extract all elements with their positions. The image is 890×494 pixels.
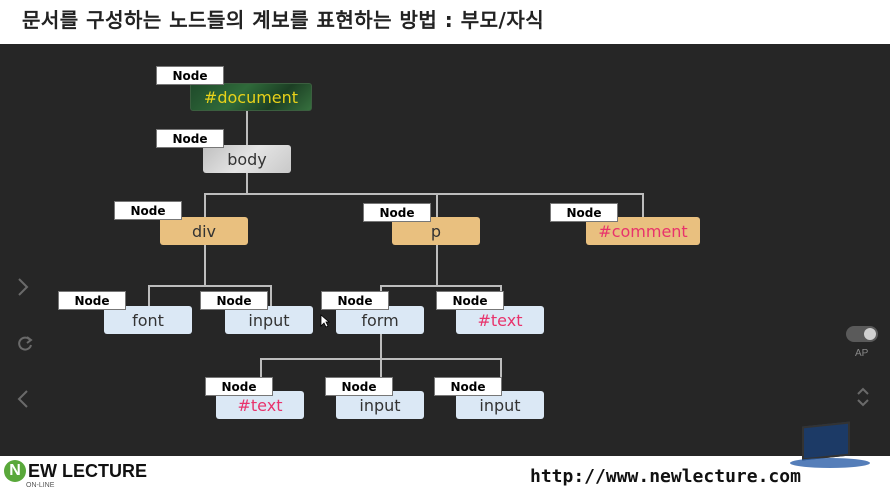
node-document: #document bbox=[190, 83, 312, 111]
autoplay-label: AP bbox=[855, 348, 869, 359]
site-url: http://www.newlecture.com bbox=[530, 466, 801, 487]
tree-connector bbox=[436, 193, 438, 217]
tree-connector bbox=[380, 358, 382, 392]
node-badge: Node bbox=[114, 201, 182, 220]
tree-connector bbox=[380, 285, 502, 287]
node-badge: Node bbox=[434, 377, 502, 396]
tree-connector bbox=[500, 358, 502, 392]
tree-connector bbox=[148, 285, 272, 287]
page-title: 문서를 구성하는 노드들의 계보를 표현하는 방법 : 부모/자식 bbox=[22, 8, 545, 32]
node-body: body bbox=[203, 145, 291, 173]
tree-connector bbox=[246, 110, 248, 146]
tree-connector bbox=[204, 193, 644, 195]
node-badge: Node bbox=[321, 291, 389, 310]
node-badge: Node bbox=[550, 203, 618, 222]
chevron-left-icon[interactable] bbox=[16, 388, 30, 415]
node-font: font bbox=[104, 306, 192, 334]
logo-text: EW LECTURE bbox=[28, 460, 147, 481]
node-form: form bbox=[336, 306, 424, 334]
node-input: input bbox=[225, 306, 313, 334]
node-badge: Node bbox=[58, 291, 126, 310]
refresh-icon[interactable] bbox=[16, 334, 34, 358]
tree-connector bbox=[204, 245, 206, 285]
node-badge: Node bbox=[205, 377, 273, 396]
tree-connector bbox=[436, 245, 438, 285]
autoplay-toggle[interactable] bbox=[846, 326, 878, 342]
tree-connector bbox=[148, 285, 150, 307]
logo-subtitle: ON-LINE bbox=[26, 482, 55, 489]
node-badge: Node bbox=[156, 66, 224, 85]
tree-connector bbox=[246, 172, 248, 194]
logo-letter: N bbox=[4, 460, 26, 482]
node-badge: Node bbox=[436, 291, 504, 310]
node-badge: Node bbox=[156, 129, 224, 148]
cursor-icon bbox=[320, 314, 330, 328]
chevron-up-down-icon[interactable] bbox=[856, 386, 870, 413]
footer-bar bbox=[0, 456, 890, 494]
node-badge: Node bbox=[200, 291, 268, 310]
tree-connector bbox=[270, 285, 272, 307]
tree-connector bbox=[204, 193, 206, 217]
monitor-icon bbox=[802, 421, 850, 461]
tree-connector bbox=[642, 193, 644, 217]
tree-connector bbox=[260, 358, 262, 392]
monitor-stand bbox=[790, 458, 870, 468]
node-text: #text bbox=[456, 306, 544, 334]
chevron-right-icon[interactable] bbox=[16, 276, 30, 303]
node-badge: Node bbox=[325, 377, 393, 396]
brand-logo: N EW LECTURE bbox=[4, 460, 147, 482]
tree-connector bbox=[380, 333, 382, 359]
node-badge: Node bbox=[363, 203, 431, 222]
node-div: div bbox=[160, 217, 248, 245]
